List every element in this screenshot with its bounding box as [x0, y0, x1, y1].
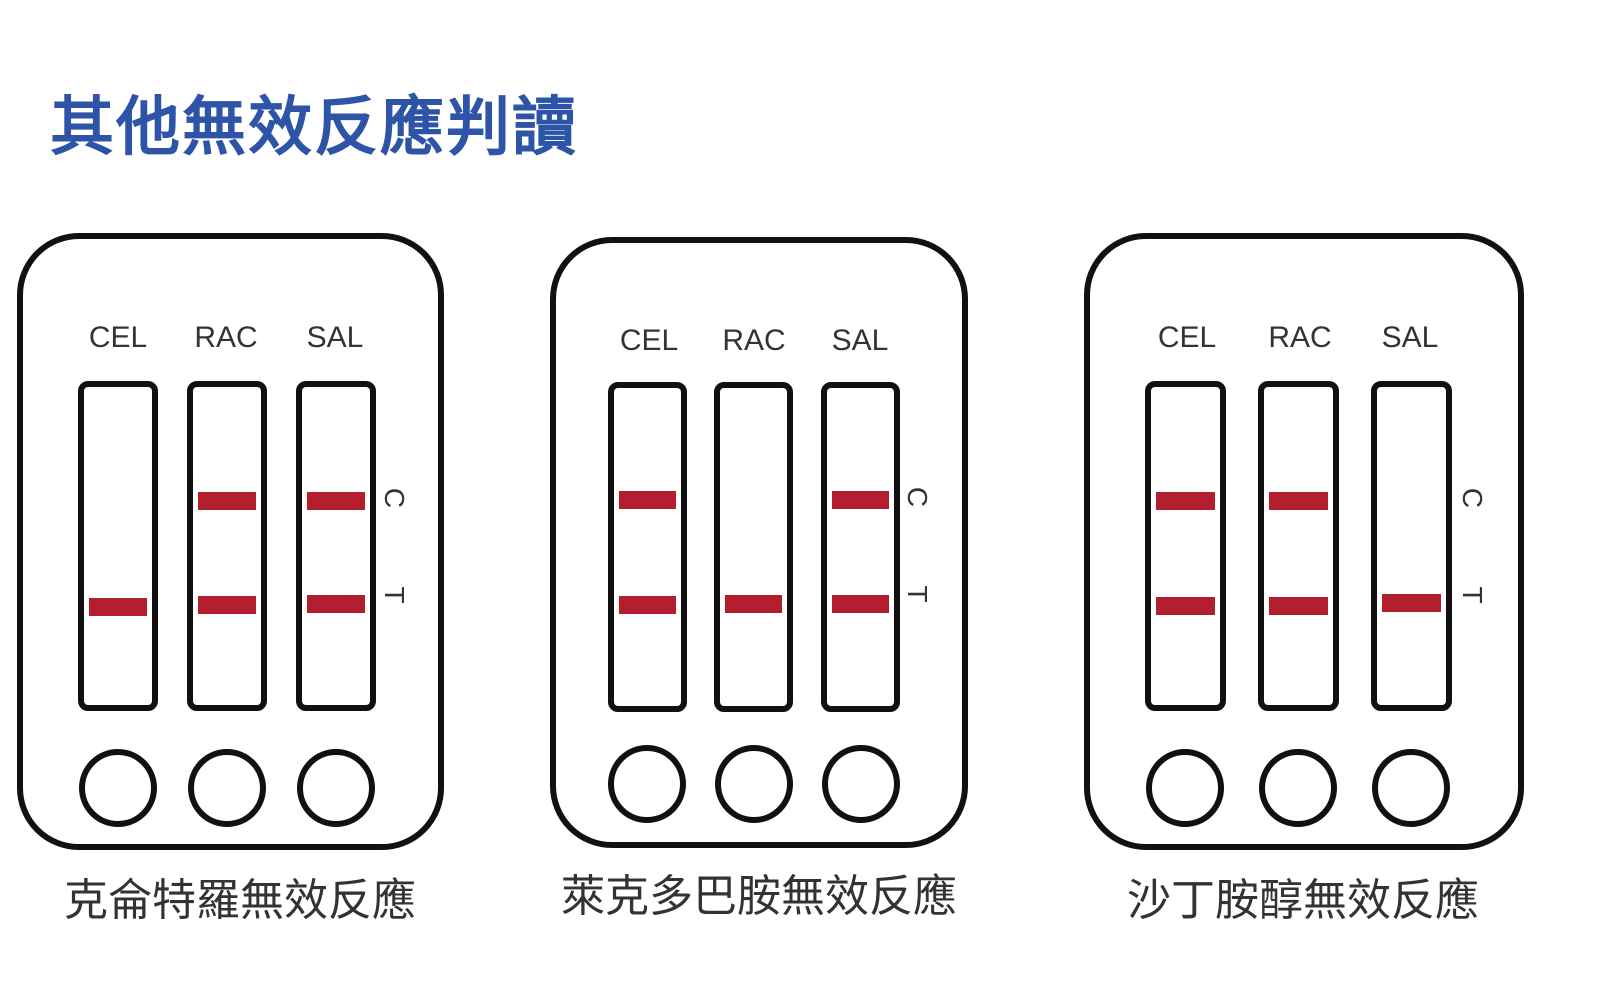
test-strip-sal	[296, 381, 376, 711]
lane-label-rac: RAC	[1268, 321, 1332, 354]
test-line	[1382, 594, 1441, 612]
test-line	[307, 595, 365, 613]
test-strip-sal	[821, 382, 900, 712]
control-line	[198, 492, 256, 510]
sample-well	[608, 745, 686, 823]
cassette-caption: 萊克多巴胺無效反應	[561, 871, 957, 922]
sample-well	[1372, 749, 1450, 827]
lane-label-rac: RAC	[722, 324, 786, 357]
test-line	[1156, 597, 1215, 615]
sample-well	[1259, 749, 1337, 827]
test-strip-cel	[608, 382, 687, 712]
sample-well	[822, 745, 900, 823]
sample-well	[715, 745, 793, 823]
control-line	[1269, 492, 1328, 510]
test-line	[198, 596, 256, 614]
test-line	[619, 596, 676, 614]
lane-label-sal: SAL	[831, 324, 889, 357]
lane-label-rac: RAC	[194, 321, 258, 354]
test-strip-sal	[1371, 381, 1452, 711]
cassette-caption: 沙丁胺醇無效反應	[1127, 875, 1479, 926]
control-line-marker: C	[1457, 487, 1488, 509]
lane-label-sal: SAL	[1381, 321, 1439, 354]
test-strip-rac	[187, 381, 267, 711]
lane-label-cel: CEL	[619, 324, 679, 357]
test-line	[832, 595, 889, 613]
control-line	[307, 492, 365, 510]
sample-well	[188, 749, 266, 827]
test-line-marker: T	[1457, 586, 1488, 604]
sample-well	[297, 749, 375, 827]
control-line	[1156, 492, 1215, 510]
test-strip-cel	[1145, 381, 1226, 711]
test-line	[1269, 597, 1328, 615]
page-title: 其他無效反應判讀	[50, 91, 578, 165]
lane-label-cel: CEL	[1157, 321, 1217, 354]
control-line	[619, 491, 676, 509]
lane-label-sal: SAL	[306, 321, 364, 354]
test-strip-rac	[1258, 381, 1339, 711]
test-line	[725, 595, 782, 613]
test-line-marker: T	[902, 585, 933, 603]
sample-well	[1146, 749, 1224, 827]
test-line	[89, 598, 147, 616]
control-line-marker: C	[902, 486, 933, 508]
test-line-marker: T	[379, 586, 410, 604]
cassette-caption: 克侖特羅無效反應	[64, 875, 416, 926]
lane-label-cel: CEL	[88, 321, 148, 354]
test-strip-rac	[714, 382, 793, 712]
test-strip-cel	[78, 381, 158, 711]
sample-well	[79, 749, 157, 827]
control-line-marker: C	[379, 487, 410, 509]
control-line	[832, 491, 889, 509]
